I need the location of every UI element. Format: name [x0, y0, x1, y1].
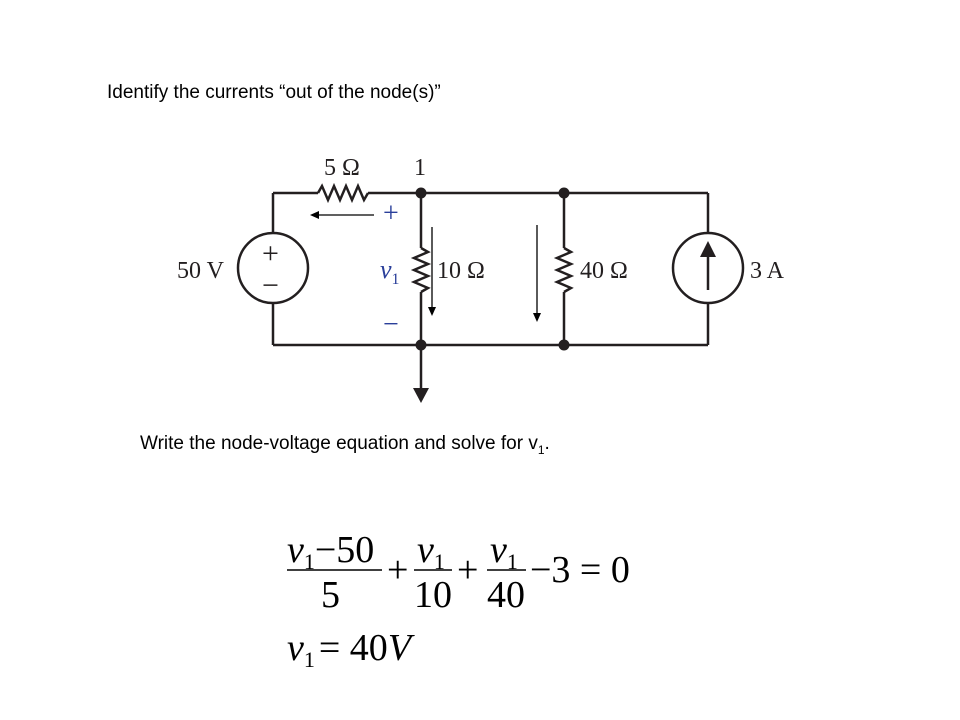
v1-label: v1	[380, 255, 400, 288]
v1-plus-icon: +	[383, 198, 399, 229]
resistor-10-ohm-zigzag	[410, 246, 432, 294]
current-arrow-left-head	[310, 211, 319, 219]
current-source-arrow-head	[700, 241, 716, 257]
plus-sign-1: +	[387, 549, 408, 591]
ground-arrow-head	[413, 388, 429, 403]
node-1-label: 1	[414, 155, 426, 181]
resistor-40-ohm-label: 40 Ω	[580, 258, 628, 284]
current-arrow-10-head	[428, 307, 436, 316]
heading: Identify the currents “out of the node(s…	[107, 82, 441, 103]
frac1-denominator: 5	[321, 574, 340, 616]
node-dot-top-2	[558, 187, 570, 199]
voltage-source-minus-icon: −	[262, 269, 279, 302]
source-50v-label: 50 V	[177, 258, 225, 284]
frac3-numerator: v1	[490, 529, 518, 574]
result-equation: v1= 40V	[287, 627, 415, 672]
frac2-numerator: v1	[417, 529, 445, 574]
resistor-40-ohm-zigzag	[553, 246, 575, 294]
frac1-numerator: v1−50	[287, 529, 374, 574]
node-dot-bottom-1	[415, 339, 427, 351]
plus-sign-2: +	[457, 549, 478, 591]
instruction-text: Write the node-voltage equation and solv…	[140, 433, 550, 457]
equation-tail: −3 = 0	[530, 549, 630, 591]
node-voltage-equation: v1−50 5 + v1 10 + v1 40 −3 = 0 v1= 40V	[287, 529, 630, 672]
instruction-period: .	[544, 433, 550, 454]
voltage-source-plus-icon: +	[262, 237, 279, 270]
instruction-main: Write the node-voltage equation and solv…	[140, 433, 538, 454]
resistor-5-ohm-zigzag	[316, 182, 370, 204]
frac2-denominator: 10	[414, 574, 452, 616]
current-source-3a-label: 3 A	[750, 258, 785, 284]
node-dot-bottom-2	[558, 339, 570, 351]
resistor-5-ohm-label: 5 Ω	[324, 155, 360, 181]
instruction-subscript: 1	[537, 442, 545, 457]
node-dot-top-1	[415, 187, 427, 199]
v1-minus-icon: −	[383, 309, 399, 340]
frac3-denominator: 40	[487, 574, 525, 616]
resistor-10-ohm-label: 10 Ω	[437, 258, 485, 284]
current-arrow-40-head	[533, 313, 541, 322]
